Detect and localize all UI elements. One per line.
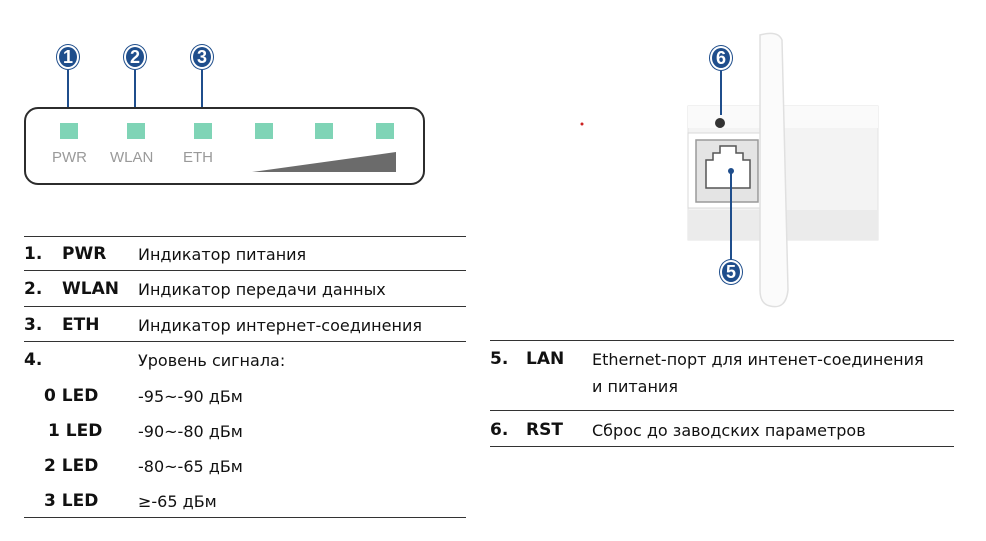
callout-6-stem (720, 71, 722, 115)
callout-6: 6 (710, 46, 732, 70)
led-eth (194, 123, 212, 139)
led-diagram: 1 2 3 PWR WLAN ETH (0, 0, 440, 200)
callout-1: 1 (57, 45, 79, 69)
led-wlan (127, 123, 145, 139)
callout-2: 2 (124, 45, 146, 69)
led-label-wlan: WLAN (110, 149, 154, 166)
signal-level-row: 1 LED -90~-80 дБм (48, 421, 243, 441)
table-divider (24, 270, 466, 271)
table-divider (24, 517, 466, 518)
table-row: 1. PWR Индикатор питания (24, 244, 307, 264)
callout-2-stem (134, 70, 136, 110)
led-label-pwr: PWR (52, 149, 87, 166)
callout-5-dot (728, 168, 734, 174)
table-divider (24, 341, 466, 342)
led-signal-2 (315, 123, 333, 139)
signal-level-row: 2 LED -80~-65 дБм (44, 456, 243, 476)
signal-strength-ramp (252, 152, 396, 172)
led-signal-3 (376, 123, 394, 139)
device-side-view (580, 32, 879, 308)
led-signal-1 (255, 123, 273, 139)
callout-3: 3 (191, 45, 213, 69)
table-row: 2. WLAN Индикатор передачи данных (24, 279, 386, 299)
led-pwr (60, 123, 78, 139)
ports-legend-table: 5. LAN Ethernet-порт для интенет-соедине… (490, 340, 954, 450)
callout-3-stem (201, 70, 203, 110)
callout-5: 5 (720, 260, 742, 284)
table-divider (490, 340, 954, 341)
table-row: 5. LAN Ethernet-порт для интенет-соедине… (490, 349, 924, 396)
table-divider (24, 236, 466, 237)
signal-level-row: 3 LED ≥-65 дБм (44, 491, 217, 511)
table-row: 4. Уровень сигнала: (24, 350, 286, 370)
table-divider (24, 306, 466, 307)
signal-level-row: 0 LED -95~-90 дБм (44, 386, 243, 406)
table-divider (490, 446, 954, 447)
callout-5-stem (730, 170, 732, 260)
table-row: 3. ETH Индикатор интернет-соединения (24, 315, 422, 335)
led-label-eth: ETH (183, 149, 213, 166)
device-illustration: 6 5 (560, 20, 900, 320)
led-legend-table: 1. PWR Индикатор питания 2. WLAN Индикат… (24, 236, 466, 520)
table-divider (490, 410, 954, 411)
led-panel: PWR WLAN ETH (24, 107, 425, 185)
callout-1-stem (67, 70, 69, 110)
table-row: 6. RST Сброс до заводских параметров (490, 420, 866, 440)
